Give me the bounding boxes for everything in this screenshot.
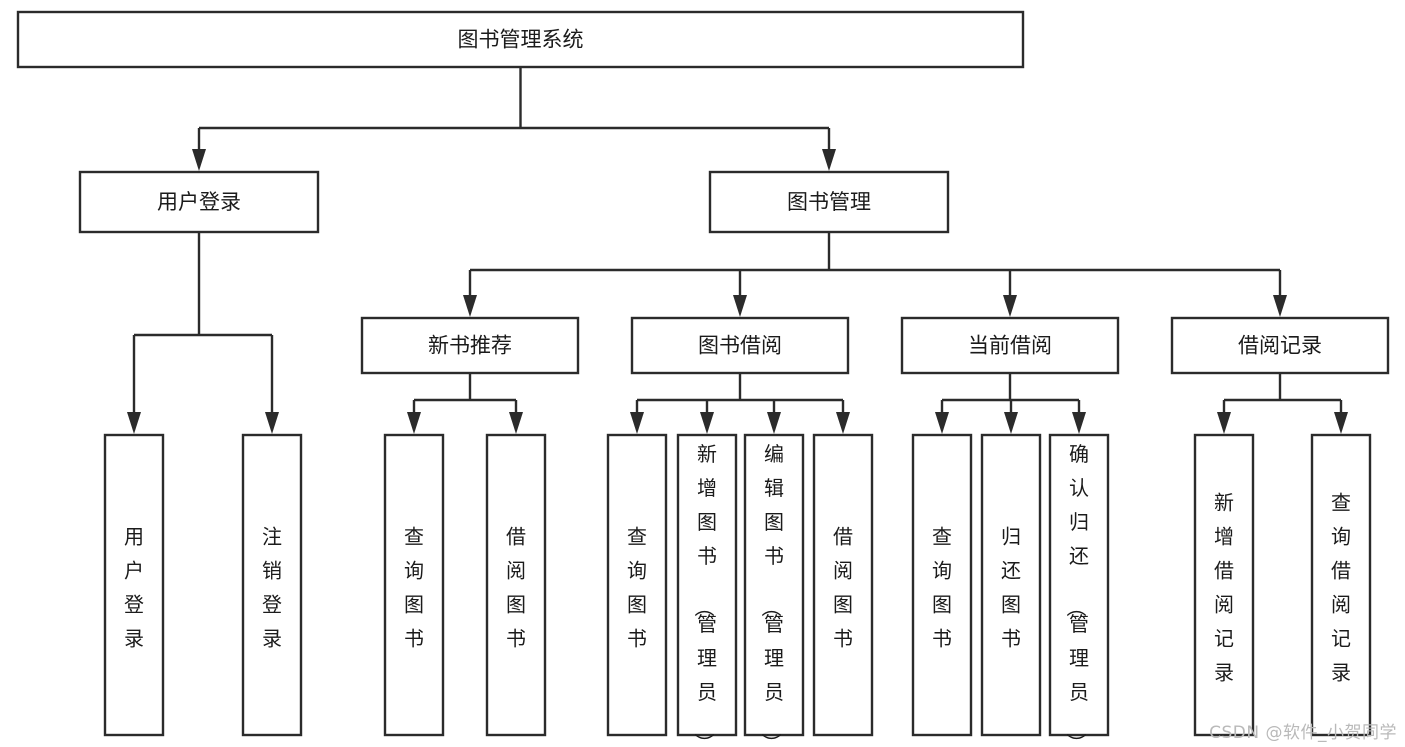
connector-group-records (1217, 373, 1348, 434)
node-login[interactable]: 用户登录 (78, 170, 320, 234)
node-label-leaf-edit-book: 编辑图书（管理员） (759, 442, 784, 747)
node-box-bookmgmt (708, 170, 950, 234)
node-box-leaf-edit-book (743, 433, 805, 737)
connector-group-bookmgmt (463, 232, 1287, 317)
node-box-leaf-query-book-1 (383, 433, 445, 737)
node-leaf-add-book[interactable]: 新增图书（管理员） (676, 433, 738, 747)
node-label-leaf-query-record: 查询借阅记录 (1331, 491, 1351, 685)
node-box-root (16, 10, 1025, 69)
node-leaf-user-login[interactable]: 用户登录 (103, 433, 165, 737)
node-label-leaf-confirm-return: 确认归还（管理员） (1064, 442, 1089, 747)
node-leaf-query-record[interactable]: 查询借阅记录 (1310, 433, 1372, 737)
node-box-leaf-confirm-return (1048, 433, 1110, 737)
node-leaf-user-logout[interactable]: 注销登录 (241, 433, 303, 737)
node-label-records: 借阅记录 (1238, 334, 1322, 358)
node-box-leaf-query-book-2 (606, 433, 668, 737)
node-box-borrow (630, 316, 850, 375)
node-label-leaf-query-book-3: 查询图书 (932, 525, 952, 651)
node-leaf-add-record[interactable]: 新增借阅记录 (1193, 433, 1255, 737)
node-label-leaf-borrow-book-1: 借阅图书 (506, 525, 526, 651)
node-leaf-edit-book[interactable]: 编辑图书（管理员） (743, 433, 805, 747)
node-label-login: 用户登录 (157, 190, 241, 214)
node-newbook[interactable]: 新书推荐 (360, 316, 580, 375)
node-leaf-confirm-return[interactable]: 确认归还（管理员） (1048, 433, 1110, 747)
node-label-leaf-query-book-1: 查询图书 (404, 525, 424, 651)
node-box-leaf-return-book (980, 433, 1042, 737)
node-box-records (1170, 316, 1390, 375)
connector-group-newbook (407, 373, 523, 434)
node-box-leaf-borrow-book-2 (812, 433, 874, 737)
csdn-watermark: CSDN @软件_小贺同学 (1209, 723, 1397, 743)
connector-group-current (935, 373, 1086, 434)
node-current[interactable]: 当前借阅 (900, 316, 1120, 375)
node-box-leaf-user-logout (241, 433, 303, 737)
node-label-leaf-query-book-2: 查询图书 (627, 525, 647, 651)
node-box-leaf-query-book-3 (911, 433, 973, 737)
node-label-leaf-user-login: 用户登录 (124, 525, 144, 651)
connector-group-borrow (630, 373, 850, 434)
node-bookmgmt[interactable]: 图书管理 (708, 170, 950, 234)
node-box-leaf-query-record (1310, 433, 1372, 737)
node-label-leaf-return-book: 归还图书 (1001, 525, 1021, 651)
node-leaf-borrow-book-2[interactable]: 借阅图书 (812, 433, 874, 737)
node-box-newbook (360, 316, 580, 375)
node-label-leaf-add-record: 新增借阅记录 (1214, 491, 1234, 685)
node-box-current (900, 316, 1120, 375)
node-box-leaf-user-login (103, 433, 165, 737)
node-leaf-query-book-3[interactable]: 查询图书 (911, 433, 973, 737)
node-leaf-return-book[interactable]: 归还图书 (980, 433, 1042, 737)
node-records[interactable]: 借阅记录 (1170, 316, 1390, 375)
node-box-leaf-borrow-book-1 (485, 433, 547, 737)
nodes-layer: 图书管理系统用户登录图书管理新书推荐图书借阅当前借阅借阅记录用户登录注销登录查询… (16, 10, 1390, 747)
node-box-login (78, 170, 320, 234)
node-borrow[interactable]: 图书借阅 (630, 316, 850, 375)
node-label-current: 当前借阅 (968, 334, 1052, 358)
node-label-leaf-user-logout: 注销登录 (262, 525, 282, 651)
node-root[interactable]: 图书管理系统 (16, 10, 1025, 69)
node-label-bookmgmt: 图书管理 (787, 190, 871, 214)
node-leaf-query-book-1[interactable]: 查询图书 (383, 433, 445, 737)
node-box-leaf-add-record (1193, 433, 1255, 737)
node-label-leaf-add-book: 新增图书（管理员） (692, 442, 717, 747)
connector-lines-layer (127, 67, 1348, 434)
node-leaf-borrow-book-1[interactable]: 借阅图书 (485, 433, 547, 737)
node-label-root: 图书管理系统 (458, 28, 584, 52)
node-label-borrow: 图书借阅 (698, 334, 782, 358)
connector-group-login (127, 232, 279, 434)
node-label-newbook: 新书推荐 (428, 334, 512, 358)
node-box-leaf-add-book (676, 433, 738, 737)
node-label-leaf-borrow-book-2: 借阅图书 (833, 525, 853, 651)
node-leaf-query-book-2[interactable]: 查询图书 (606, 433, 668, 737)
connector-group-root (192, 67, 836, 171)
